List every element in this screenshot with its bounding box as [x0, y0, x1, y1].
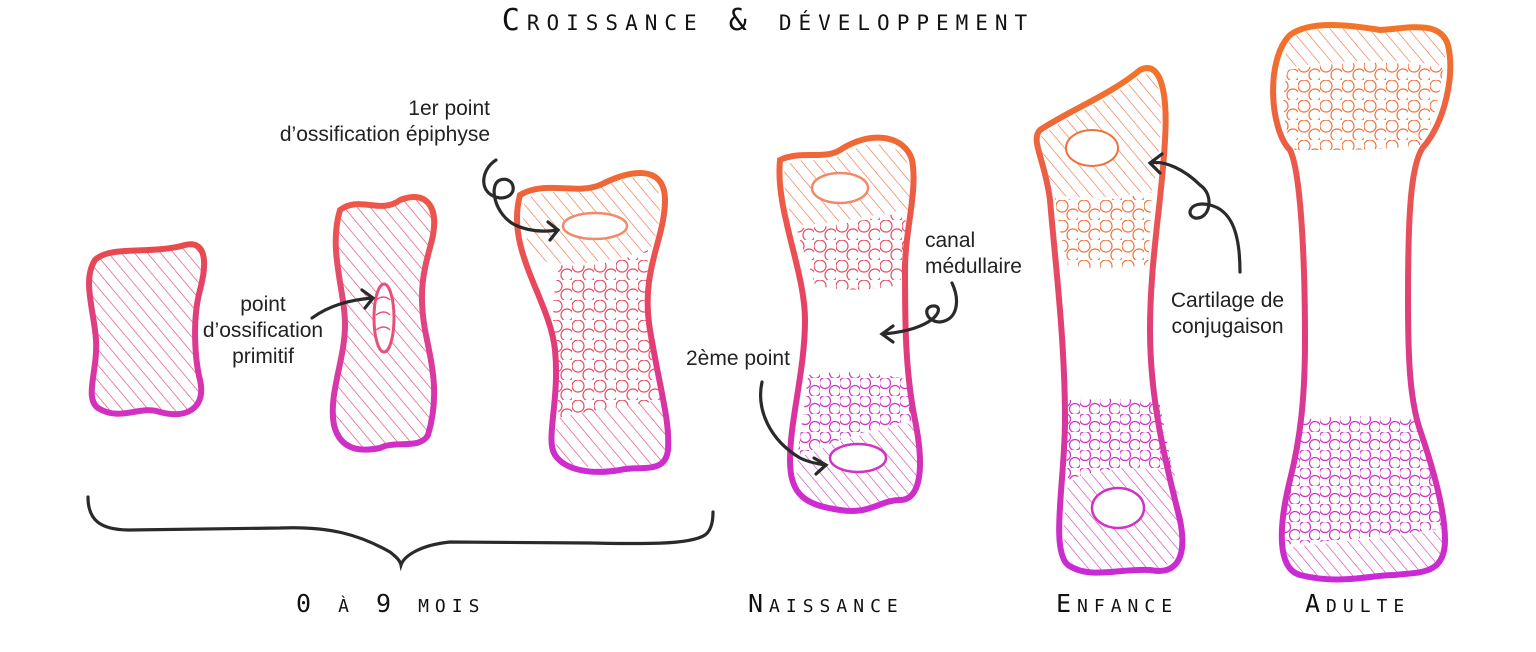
arrow-epiphysis-point — [482, 158, 561, 242]
label-line: 1er point — [408, 97, 490, 120]
label-growth-plate: Cartilage de conjugaison — [1155, 288, 1300, 340]
label-epiphysis-point: 1er point d’ossification épiphyse — [250, 96, 490, 148]
label-line: d’ossification — [202, 319, 324, 342]
stage-label-childhood: Enfance — [1056, 589, 1179, 618]
diagram-title: Croissance & développement — [501, 3, 1035, 38]
secondary-ossification-center — [828, 442, 888, 474]
label-line: d’ossification épiphyse — [279, 123, 490, 146]
annotation-arrows — [86, 152, 1242, 572]
label-primary-point: point d’ossification primitif — [198, 292, 328, 370]
stage-label-birth: Naissance — [748, 589, 904, 618]
label-line: Cartilage de — [1170, 289, 1285, 312]
bone-stage-childhood — [1033, 65, 1186, 576]
arrow-second-point — [759, 380, 829, 476]
arrow-growth-plate — [1147, 152, 1242, 274]
age-range-brace — [86, 495, 715, 572]
label-line: médullaire — [925, 255, 1022, 278]
bone-stage-adult — [1270, 22, 1454, 583]
label-line: primitif — [232, 345, 294, 368]
label-line: conjugaison — [1171, 315, 1284, 338]
label-second-point: 2ème point — [686, 346, 816, 372]
label-line: 2ème point — [686, 347, 790, 370]
label-medullary-canal: canal médullaire — [925, 228, 1055, 280]
label-line: point — [240, 293, 286, 316]
epiphysis-ossification-center — [561, 211, 629, 241]
bone-stage-3 — [513, 170, 672, 475]
bone-stage-2 — [329, 193, 438, 453]
bone-stage-1 — [86, 241, 208, 418]
arrow-primary-point — [310, 288, 376, 320]
label-line: canal — [925, 229, 976, 252]
arrow-medullary-canal — [879, 281, 959, 344]
stage-label-months: 0 à 9 mois — [296, 589, 486, 618]
primary-ossification-center — [372, 282, 396, 354]
stage-label-adult: Adulte — [1305, 589, 1411, 618]
bone-stage-birth — [776, 134, 923, 514]
